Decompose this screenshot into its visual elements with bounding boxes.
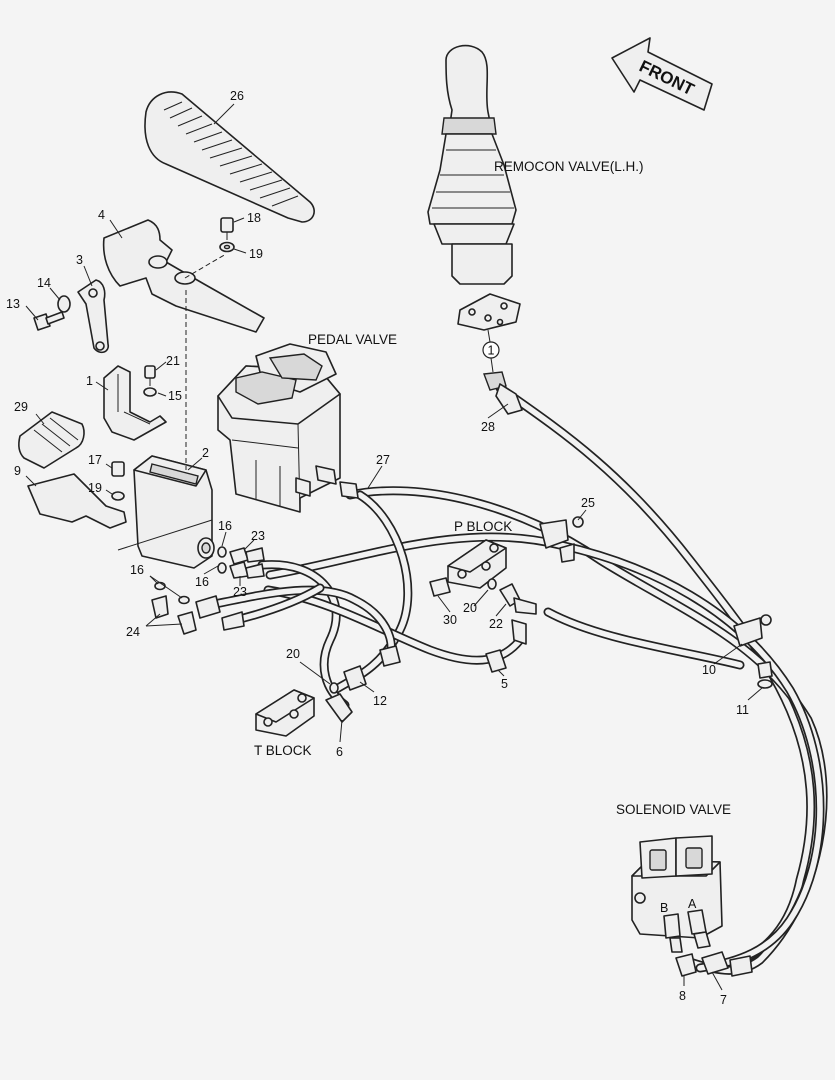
callout-6: 6 [336,745,343,759]
bolt-18 [220,217,234,240]
callout-20: 20 [286,647,300,661]
callout-13: 13 [6,297,20,311]
circled-part-label: 1 [488,344,495,358]
bolt-21 [144,365,156,386]
elbow-24 [151,595,245,635]
clamp-10 [733,614,772,647]
sleeve-5 [485,649,507,673]
callout-22: 22 [489,617,503,631]
oring-20b [329,682,339,694]
clamp-25 [539,516,584,563]
callout-30: 30 [443,613,457,627]
fitting-22 [499,583,537,645]
oring-16a [217,546,227,558]
callout-16: 16 [218,519,232,533]
fitting-12 [343,645,401,691]
callout-10: 10 [702,663,716,677]
bolt-11 [757,661,773,689]
solenoid-valve: B A [631,835,723,953]
remocon-valve-label: REMOCON VALVE(L.H.) [494,159,644,174]
pedal-valve [217,343,359,513]
pedal-bracket-9 [27,473,127,529]
callout-26: 26 [230,89,244,103]
p-block-label: P BLOCK [454,519,512,534]
callout-leaders [25,103,763,991]
callout-28: 28 [481,420,495,434]
fitting-23a [229,547,265,565]
callout-1: 1 [86,374,93,388]
lever-arm-3 [77,279,110,354]
remocon-valve: 1 [427,44,523,415]
fitting-7 [701,951,753,977]
callout-labels: 26 18 4 19 3 14 13 1 21 15 29 2 17 9 19 … [6,89,749,1007]
oring-16b [217,562,227,574]
pedal-valve-unit-2 [117,290,215,569]
bolt-13 [33,311,65,331]
washer-19b [111,491,125,501]
elbow-6 [325,693,353,723]
callout-18: 18 [247,211,261,225]
callout-17: 17 [88,453,102,467]
elbow-8 [675,953,697,977]
callout-3: 3 [76,253,83,267]
callout-20: 20 [463,601,477,615]
port-b-label: B [660,901,668,915]
callout-29: 29 [14,400,28,414]
t-block-label: T BLOCK [254,743,312,758]
callout-11: 11 [736,703,749,717]
callout-14: 14 [37,276,51,290]
callout-7: 7 [720,993,727,1007]
solenoid-valve-label: SOLENOID VALVE [616,802,731,817]
callout-15: 15 [168,389,182,403]
port-a-label: A [688,897,697,911]
callout-24: 24 [126,625,140,639]
callout-27: 27 [376,453,390,467]
callout-2: 2 [202,446,209,460]
callout-19: 19 [249,247,263,261]
bracket-1 [103,365,167,441]
front-arrow-icon: FRONT [611,37,713,111]
fitting-23b [229,561,265,579]
pedal-plate [144,91,315,223]
callout-19: 19 [88,481,102,495]
callout-12: 12 [373,694,387,708]
washer-14 [57,295,71,313]
pedal-pad-29 [18,411,85,469]
pedal-bracket [102,219,265,333]
pedal-valve-label: PEDAL VALVE [308,332,397,347]
callout-16: 16 [195,575,209,589]
callout-16: 16 [130,563,144,577]
bolt-17 [111,461,125,477]
p-block [447,539,507,589]
callout-23: 23 [233,585,247,599]
callout-8: 8 [679,989,686,1003]
callout-25: 25 [581,496,595,510]
t-block [255,689,315,737]
callout-23: 23 [251,529,265,543]
washer-19a [219,241,235,253]
oring-20a [487,578,497,590]
callout-5: 5 [501,677,508,691]
callout-4: 4 [98,208,105,222]
fitting-30 [429,577,451,597]
callout-9: 9 [14,464,21,478]
callout-21: 21 [166,354,180,368]
washer-15 [143,387,157,397]
